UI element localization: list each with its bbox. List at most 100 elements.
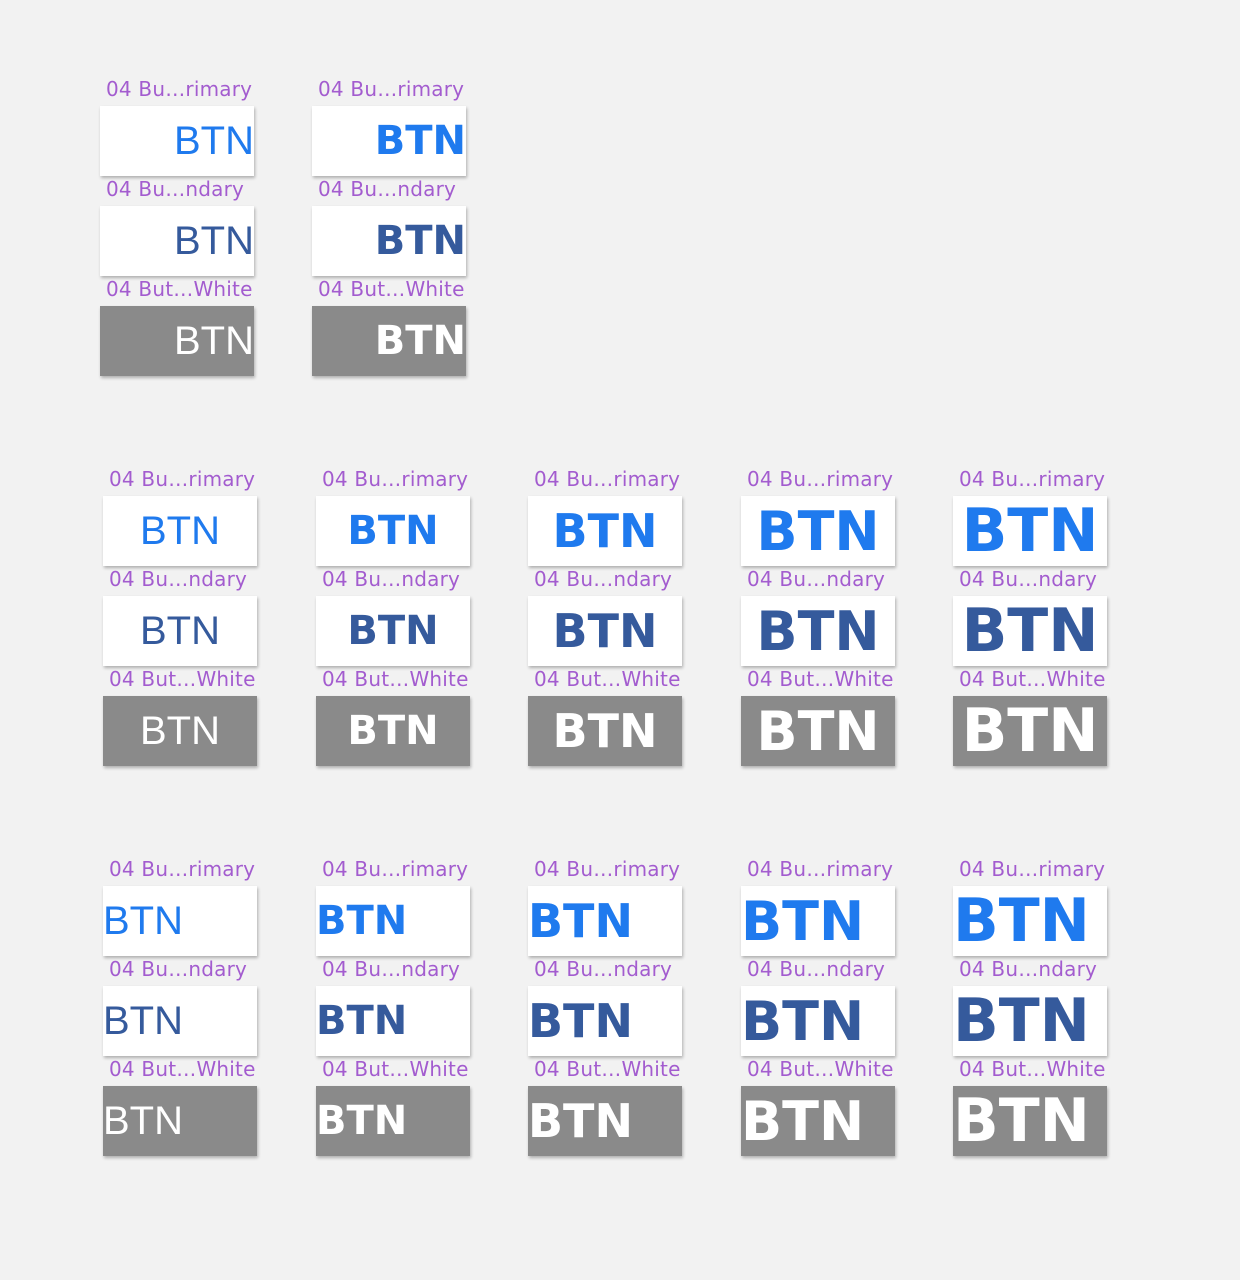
btn-text: BTN <box>528 894 633 948</box>
btn-white-button[interactable]: BTN <box>953 1086 1107 1156</box>
btn-primary-button[interactable]: BTN <box>103 496 257 566</box>
button-white-label: 04 But…White <box>534 1057 681 1081</box>
btn-secondary-button[interactable]: BTN <box>528 986 682 1056</box>
btn-secondary-button[interactable]: BTN <box>316 986 470 1056</box>
btn-text: BTN <box>528 1094 633 1148</box>
btn-primary-button[interactable]: BTN <box>741 496 895 566</box>
button-primary-label: 04 Bu…rimary <box>534 857 681 881</box>
btn-white-button[interactable]: BTN <box>316 696 470 766</box>
btn-secondary-button[interactable]: BTN <box>103 986 257 1056</box>
btn-text: BTN <box>961 596 1099 666</box>
button-secondary-label: 04 Bu…ndary <box>747 957 886 981</box>
button-secondary-label: 04 Bu…ndary <box>959 567 1098 591</box>
button-white-label: 04 But…White <box>959 1057 1106 1081</box>
btn-text: BTN <box>953 886 1090 956</box>
button-primary-label: 04 Bu…rimary <box>959 467 1106 491</box>
button-white-label: 04 But…White <box>106 277 253 301</box>
btn-text: BTN <box>140 508 220 553</box>
btn-secondary-button[interactable]: BTN <box>741 986 895 1056</box>
btn-text: BTN <box>316 1098 408 1144</box>
btn-text: BTN <box>552 704 658 758</box>
button-primary-label: 04 Bu…rimary <box>747 467 894 491</box>
button-primary-label: 04 Bu…rimary <box>959 857 1106 881</box>
btn-secondary-button[interactable]: BTN <box>103 596 257 666</box>
button-secondary-label: 04 Bu…ndary <box>959 957 1098 981</box>
btn-text: BTN <box>140 608 220 653</box>
button-primary-label: 04 Bu…rimary <box>109 467 256 491</box>
btn-secondary-button[interactable]: BTN <box>528 596 682 666</box>
btn-text: BTN <box>103 898 183 943</box>
btn-text: BTN <box>756 599 880 663</box>
btn-secondary-button[interactable]: BTN <box>312 206 466 276</box>
btn-primary-button[interactable]: BTN <box>312 106 466 176</box>
button-white-label: 04 But…White <box>322 667 469 691</box>
btn-text: BTN <box>103 1098 183 1143</box>
btn-primary-button[interactable]: BTN <box>953 886 1107 956</box>
btn-text: BTN <box>374 318 466 364</box>
button-primary-label: 04 Bu…rimary <box>109 857 256 881</box>
btn-white-button[interactable]: BTN <box>528 696 682 766</box>
button-primary-label: 04 Bu…rimary <box>106 77 253 101</box>
btn-text: BTN <box>347 508 439 554</box>
btn-text: BTN <box>953 986 1090 1056</box>
button-primary-label: 04 Bu…rimary <box>534 467 681 491</box>
btn-secondary-button[interactable]: BTN <box>953 596 1107 666</box>
btn-secondary-button[interactable]: BTN <box>316 596 470 666</box>
button-primary-label: 04 Bu…rimary <box>747 857 894 881</box>
btn-text: BTN <box>174 118 254 163</box>
btn-text: BTN <box>741 1089 865 1153</box>
button-white-label: 04 But…White <box>534 667 681 691</box>
button-white-label: 04 But…White <box>109 1057 256 1081</box>
btn-text: BTN <box>174 218 254 263</box>
btn-text: BTN <box>374 118 466 164</box>
btn-white-button[interactable]: BTN <box>103 1086 257 1156</box>
btn-primary-button[interactable]: BTN <box>103 886 257 956</box>
btn-text: BTN <box>552 604 658 658</box>
button-white-label: 04 But…White <box>109 667 256 691</box>
button-white-label: 04 But…White <box>959 667 1106 691</box>
btn-text: BTN <box>741 989 865 1053</box>
btn-white-button[interactable]: BTN <box>741 696 895 766</box>
btn-primary-button[interactable]: BTN <box>100 106 254 176</box>
button-white-label: 04 But…White <box>747 667 894 691</box>
btn-white-button[interactable]: BTN <box>953 696 1107 766</box>
button-primary-label: 04 Bu…rimary <box>322 857 469 881</box>
btn-text: BTN <box>741 889 865 953</box>
button-secondary-label: 04 Bu…ndary <box>534 957 673 981</box>
btn-secondary-button[interactable]: BTN <box>100 206 254 276</box>
btn-white-button[interactable]: BTN <box>528 1086 682 1156</box>
btn-primary-button[interactable]: BTN <box>953 496 1107 566</box>
btn-text: BTN <box>347 608 439 654</box>
btn-text: BTN <box>756 499 880 563</box>
button-white-label: 04 But…White <box>318 277 465 301</box>
btn-text: BTN <box>756 699 880 763</box>
btn-text: BTN <box>961 496 1099 566</box>
btn-primary-button[interactable]: BTN <box>316 496 470 566</box>
btn-white-button[interactable]: BTN <box>316 1086 470 1156</box>
btn-primary-button[interactable]: BTN <box>741 886 895 956</box>
btn-text: BTN <box>374 218 466 264</box>
btn-text: BTN <box>316 998 408 1044</box>
btn-text: BTN <box>552 504 658 558</box>
button-secondary-label: 04 Bu…ndary <box>322 957 461 981</box>
button-primary-label: 04 Bu…rimary <box>318 77 465 101</box>
button-secondary-label: 04 Bu…ndary <box>109 957 248 981</box>
btn-white-button[interactable]: BTN <box>103 696 257 766</box>
button-secondary-label: 04 Bu…ndary <box>322 567 461 591</box>
button-secondary-label: 04 Bu…ndary <box>318 177 457 201</box>
btn-white-button[interactable]: BTN <box>100 306 254 376</box>
btn-secondary-button[interactable]: BTN <box>741 596 895 666</box>
button-secondary-label: 04 Bu…ndary <box>534 567 673 591</box>
button-white-label: 04 But…White <box>747 1057 894 1081</box>
btn-primary-button[interactable]: BTN <box>528 496 682 566</box>
btn-text: BTN <box>347 708 439 754</box>
btn-secondary-button[interactable]: BTN <box>953 986 1107 1056</box>
btn-primary-button[interactable]: BTN <box>528 886 682 956</box>
btn-text: BTN <box>316 898 408 944</box>
btn-white-button[interactable]: BTN <box>312 306 466 376</box>
btn-text: BTN <box>174 318 254 363</box>
btn-white-button[interactable]: BTN <box>741 1086 895 1156</box>
btn-text: BTN <box>953 1086 1090 1156</box>
btn-primary-button[interactable]: BTN <box>316 886 470 956</box>
btn-text: BTN <box>961 696 1099 766</box>
